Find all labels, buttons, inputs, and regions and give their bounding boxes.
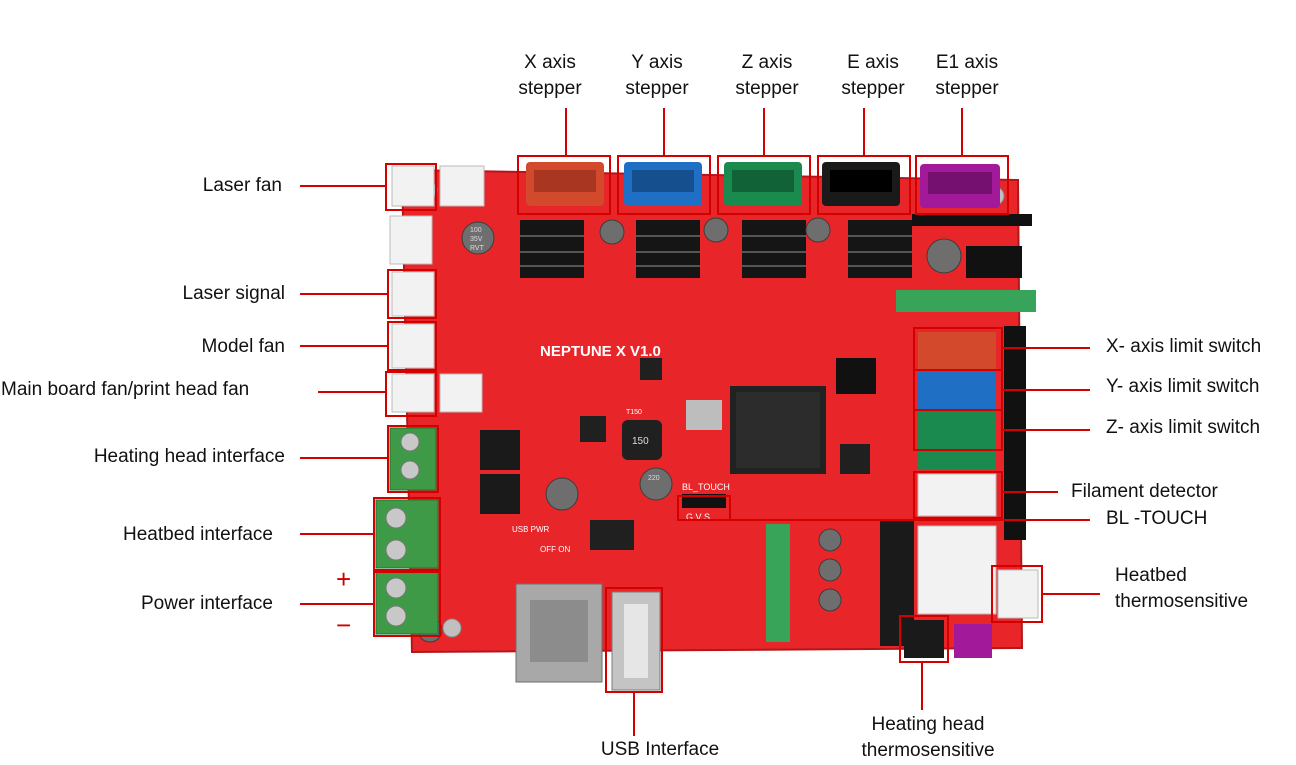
e-axis-stepper-label-line2: stepper — [841, 78, 905, 99]
x-axis-stepper-label-line2: stepper — [518, 78, 582, 99]
off-on-silk: OFF ON — [540, 545, 570, 554]
heatbed-thermosensitive-label: Heatbed thermosensitive — [1115, 563, 1248, 615]
heatbed-interface-label: Heatbed interface — [123, 524, 273, 545]
filament-detector-label: Filament detector — [1071, 481, 1218, 502]
leader-lines — [300, 108, 1100, 736]
driver-heatsinks — [520, 220, 912, 278]
x-limit-switch-label: X- axis limit switch — [1106, 336, 1262, 357]
x-axis-stepper-label: X axis stepper — [510, 50, 590, 102]
z-limit-switch-label: Z- axis limit switch — [1106, 417, 1261, 438]
misc-chips — [580, 358, 870, 550]
power-interface-label: Power interface — [140, 593, 273, 614]
y-axis-stepper-label-line1: Y axis — [631, 52, 683, 73]
z-axis-stepper-label-line2: stepper — [735, 78, 799, 99]
limit-switch-connectors — [917, 332, 1039, 619]
heating-head-thermosensitive-line1: Heating head — [871, 714, 985, 735]
main-mcu — [730, 386, 826, 474]
heating-head-thermo-box — [899, 615, 949, 663]
z-axis-stepper-label-line1: Z axis — [741, 52, 793, 73]
e1-axis-stepper-label-line1: E1 axis — [935, 52, 999, 73]
e1-axis-stepper-label-line2: stepper — [935, 78, 999, 99]
heating-head-thermosensitive-label: Heating head thermosensitive — [840, 712, 1016, 764]
bl-touch-silk: BL_TOUCH — [682, 482, 730, 492]
e-axis-stepper-label-line1: E axis — [847, 52, 899, 73]
laser-fan-label: Laser fan — [202, 175, 282, 196]
laser-signal-label: Laser signal — [182, 283, 285, 304]
inductor-text: 150 — [632, 436, 649, 447]
heating-head-thermosensitive-line2: thermosensitive — [861, 740, 995, 761]
purple-bottom-connector — [954, 624, 992, 658]
y-stepper-connector — [624, 162, 702, 206]
bl-touch-pin-labels: G V S — [686, 512, 710, 522]
x-stepper-connector — [526, 162, 604, 206]
e1-stepper-connector — [920, 164, 1000, 208]
heatbed-thermosensitive-line2: thermosensitive — [1115, 591, 1249, 612]
bl-touch-label: BL -TOUCH — [1106, 508, 1208, 529]
bl-touch-box — [677, 495, 731, 521]
main-board-fan-label: Main board fan/print head fan — [1, 379, 250, 400]
minus-sign: − — [336, 610, 352, 640]
cap-text-4: 220 — [648, 475, 660, 482]
board-model-text: NEPTUNE X V1.0 — [540, 343, 661, 360]
model-fan-label: Model fan — [201, 336, 285, 357]
z-stepper-connector — [724, 162, 802, 206]
green-header — [896, 290, 1036, 312]
e-stepper-connector — [822, 162, 900, 206]
e1-axis-stepper-label: E1 axis stepper — [920, 50, 1014, 102]
heating-head-interface-label: Heating head interface — [93, 446, 285, 467]
main-board-fan-box — [385, 371, 437, 417]
cap-text-1: 100 — [470, 227, 482, 234]
usb-ports — [515, 583, 661, 691]
y-axis-stepper-label-line2: stepper — [625, 78, 689, 99]
terminal-blocks — [375, 427, 439, 635]
y-limit-switch-label: Y- axis limit switch — [1106, 376, 1260, 397]
heatbed-thermosensitive-line1: Heatbed — [1115, 565, 1187, 586]
usb-interface-label: USB Interface — [600, 739, 720, 760]
x-stepper-box — [517, 155, 611, 215]
filament-detector-box — [913, 471, 1003, 519]
left-connectors — [389, 165, 485, 413]
heatsink-fins — [520, 235, 912, 267]
y-axis-stepper-label: Y axis stepper — [612, 50, 702, 102]
z-axis-stepper-label: Z axis stepper — [722, 50, 812, 102]
e-axis-stepper-label: E axis stepper — [826, 50, 920, 102]
mosfets — [480, 430, 520, 514]
chip-t150-text: T150 — [626, 409, 642, 416]
green-header-2 — [766, 524, 790, 642]
heating-head-thermo-connector — [904, 620, 944, 658]
usb-pwr-silk: USB PWR — [512, 525, 550, 534]
plus-sign: + — [336, 564, 352, 594]
pin-headers — [682, 214, 1032, 540]
cap-text-2: 35V — [470, 236, 483, 243]
cap-text-3: RVT — [470, 245, 485, 252]
x-axis-stepper-label-line1: X axis — [524, 52, 576, 73]
